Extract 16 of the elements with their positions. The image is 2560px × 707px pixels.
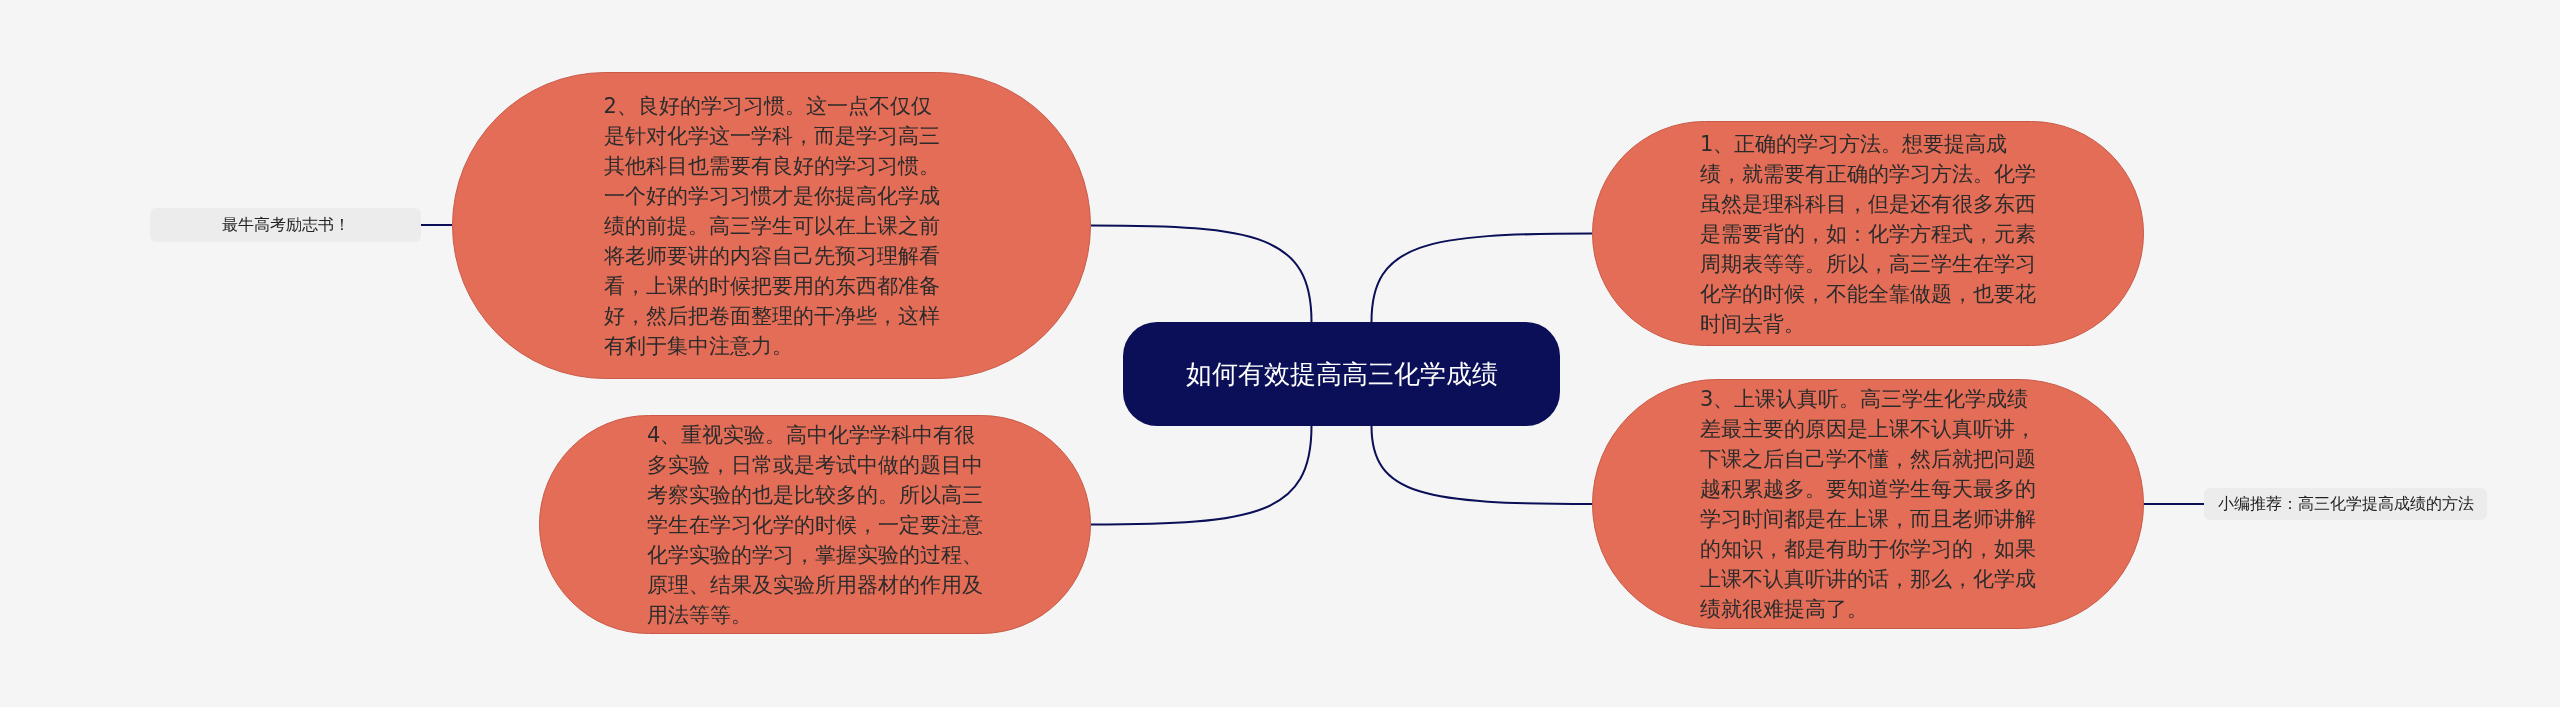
note-text: 小编推荐：高三化学提高成绩的方法 bbox=[2217, 493, 2474, 515]
connector-line bbox=[420, 224, 453, 226]
connector-line bbox=[1370, 425, 1593, 505]
note-text: 最牛高考励志书！ bbox=[221, 214, 350, 236]
topic-text: 4、重视实验。高中化学学科中有很多实验，日常或是考试中做的题目中考察实验的也是比较多的。所以高三学生在学习化学的时候，一定要注意化学实验的学习，掌握实验的过程、原理、结果及实验所用器材的作用及用法等等。 bbox=[647, 421, 983, 629]
connector-line bbox=[1090, 224, 1313, 323]
topic-text: 1、正确的学习方法。想要提高成绩，就需要有正确的学习方法。化学虽然是理科科目，但是还有很多东西是需要背的，如：化学方程式，元素周期表等等。所以，高三学生在学习化学的时候，不能全靠做题，也要花时间去背。 bbox=[1700, 130, 2036, 338]
topic-text: 3、上课认真听。高三学生化学成绩差最主要的原因是上课不认真听讲，下课之后自己学不懂，然后就把问题越积累越多。要知道学生每天最多的学习时间都是在上课，而且老师讲解的知识，都是有助于你学习的，如果上课不认真听讲的话，那么，化学成绩就很难提高了。 bbox=[1700, 386, 2036, 623]
connector-line bbox=[2143, 503, 2205, 505]
note-tag bbox=[2204, 488, 2487, 520]
connector-line bbox=[1370, 232, 1593, 323]
central-topic-pill bbox=[1123, 322, 1560, 426]
connector-line bbox=[1090, 425, 1313, 526]
note-tag bbox=[150, 208, 421, 242]
topic-title: 如何有效提高高三化学成绩 bbox=[1184, 358, 1499, 391]
topic-text: 2、良好的学习习惯。这一点不仅仅是针对化学这一学科，而是学习高三其他科目也需要有良好的学习习惯。一个好的学习习惯才是你提高化学成绩的前提。高三学生可以在上课之前将老师要讲的内容自己先预习理解看看，上课的时候把要用的东西都准备好，然后把卷面整理的干净些，这样有利于集中注意力。 bbox=[603, 92, 940, 360]
